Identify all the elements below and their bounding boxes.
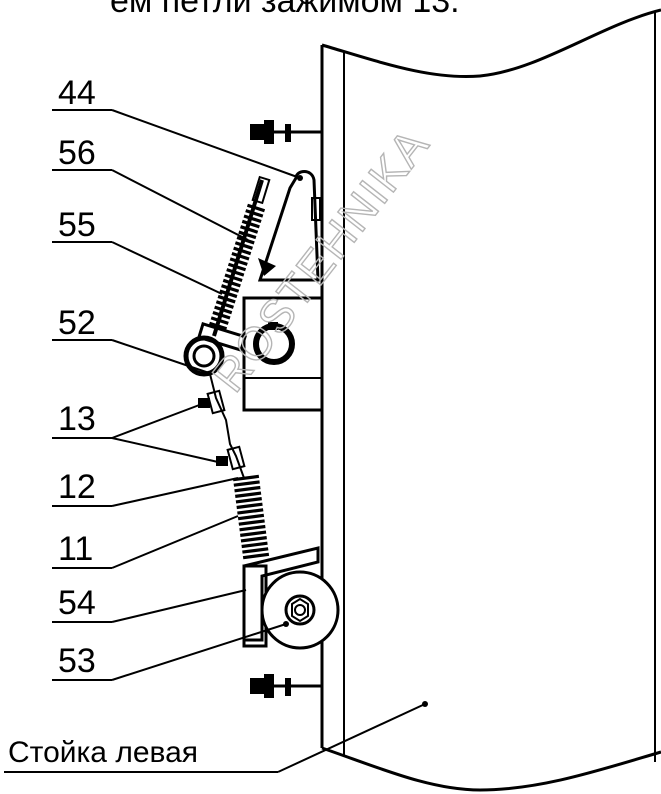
spring-coil — [240, 225, 259, 234]
bottom-bolt — [250, 674, 322, 698]
eye-bolt-52 — [183, 335, 225, 377]
callout-13: 13 — [52, 400, 219, 463]
callout-label-55: 55 — [58, 206, 96, 244]
callout-52: 52 — [52, 304, 213, 375]
callout-label-44: 44 — [58, 74, 96, 112]
spring-coil — [240, 536, 267, 543]
spring-coil — [208, 321, 228, 331]
callout-label-54: 54 — [58, 584, 96, 622]
spring-coil — [224, 273, 243, 283]
spring-coil — [210, 316, 229, 325]
callout-label-11: 11 — [58, 530, 93, 568]
spring-coil — [236, 235, 255, 245]
callout-label-12: 12 — [58, 468, 96, 506]
spring-coil — [215, 300, 234, 309]
spring-coil — [212, 310, 231, 320]
spring-coil — [235, 491, 262, 498]
spring-coil — [233, 480, 260, 487]
callout-label-53: 53 — [58, 642, 96, 680]
header-text: ем петли зажимом 13. — [110, 0, 460, 20]
spring-coil — [226, 268, 245, 277]
spring-coil — [242, 552, 270, 560]
mounting-block — [242, 296, 324, 412]
spring-coil — [237, 508, 264, 515]
spring-coil — [237, 513, 265, 521]
spring-coil — [239, 524, 266, 532]
spring-coil — [235, 497, 262, 504]
spring-coil — [238, 519, 265, 526]
callout-label-56: 56 — [58, 134, 96, 172]
callout-56: 56 — [52, 134, 249, 241]
spring-coil — [246, 203, 266, 213]
spring-coil — [222, 278, 241, 288]
callout-54: 54 — [52, 584, 247, 623]
spring-coil — [240, 530, 267, 537]
spring-coil — [233, 246, 252, 256]
spring-coil — [227, 262, 247, 272]
lower-spring-11 — [232, 474, 270, 560]
part-label-left-post: Стойка левая — [4, 701, 428, 773]
spring-coil — [245, 209, 264, 218]
callout-label-52: 52 — [58, 304, 96, 342]
spring-coil — [242, 547, 269, 554]
callout-44: 44 — [52, 74, 303, 181]
callout-12: 12 — [52, 468, 239, 507]
top-bolt — [250, 120, 322, 144]
spring-coil — [241, 219, 260, 229]
spring-coil — [219, 289, 238, 299]
spring-coil — [243, 214, 262, 224]
spring-coil — [234, 241, 253, 250]
spring-coil — [229, 257, 248, 266]
cable-with-clamps-13 — [198, 373, 246, 479]
bracket-44 — [257, 170, 321, 282]
spring-coil — [236, 502, 263, 510]
callout-label-13: 13 — [58, 400, 96, 438]
spring-coil — [217, 294, 236, 304]
roller-53 — [260, 570, 340, 650]
spring-coil — [221, 284, 240, 293]
left-post — [320, 8, 661, 792]
spring-coil — [214, 305, 233, 315]
part-label-text: Стойка левая — [8, 736, 198, 769]
spring-coil — [231, 251, 250, 261]
callout-53: 53 — [52, 621, 289, 681]
spring-coil — [238, 230, 257, 240]
spring-coil — [234, 485, 261, 493]
callout-11: 11 — [52, 515, 239, 569]
spring-coil — [241, 541, 268, 549]
callout-55: 55 — [52, 206, 223, 295]
